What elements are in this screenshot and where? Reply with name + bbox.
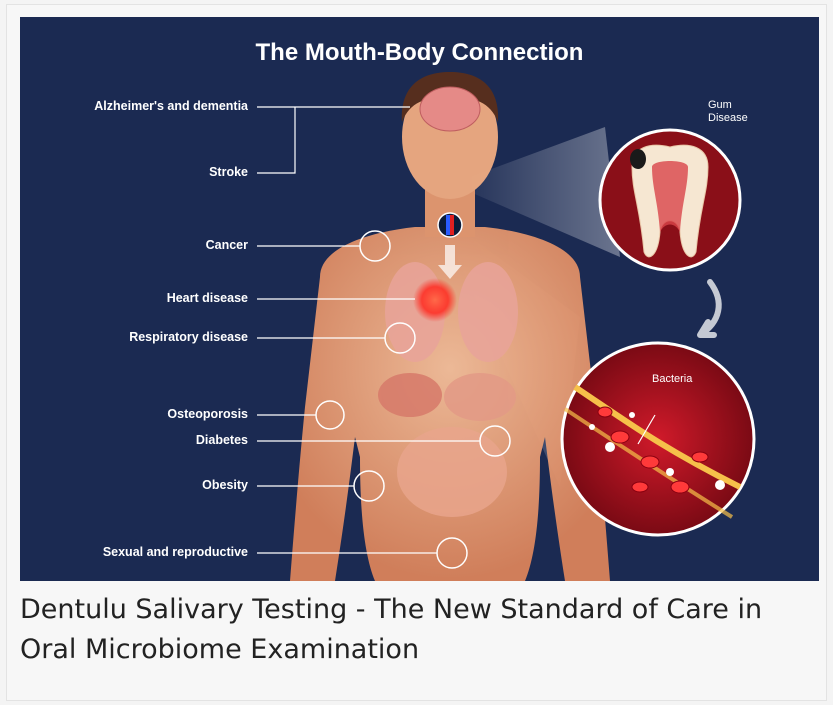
figure-title: The Mouth-Body Connection (20, 39, 819, 67)
label-obesity: Obesity (28, 478, 248, 492)
mouth-body-infographic: The Mouth-Body Connection Alzheimer's an… (20, 17, 819, 581)
label-stroke: Stroke (28, 165, 248, 179)
image-card: The Mouth-Body Connection Alzheimer's an… (6, 4, 827, 701)
label-respiratory-disease: Respiratory disease (28, 330, 248, 344)
label-bacteria: Bacteria (652, 373, 692, 386)
label-diabetes: Diabetes (28, 433, 248, 447)
label-alzheimers: Alzheimer's and dementia (28, 99, 248, 113)
label-heart-disease: Heart disease (28, 291, 248, 305)
label-osteoporosis: Osteoporosis (28, 407, 248, 421)
gum-disease-line2: Disease (708, 112, 748, 125)
curved-arrow-icon (700, 282, 719, 335)
heart-highlight (413, 278, 457, 322)
tooth-callout (600, 130, 740, 270)
label-gum-disease: Gum Disease (708, 99, 748, 125)
gum-disease-line1: Gum (708, 99, 748, 112)
label-sexual-reproductive: Sexual and reproductive (28, 545, 248, 559)
bacteria-vessel-callout (562, 343, 754, 535)
image-caption: Dentulu Salivary Testing - The New Stand… (20, 590, 810, 670)
label-cancer: Cancer (28, 238, 248, 252)
